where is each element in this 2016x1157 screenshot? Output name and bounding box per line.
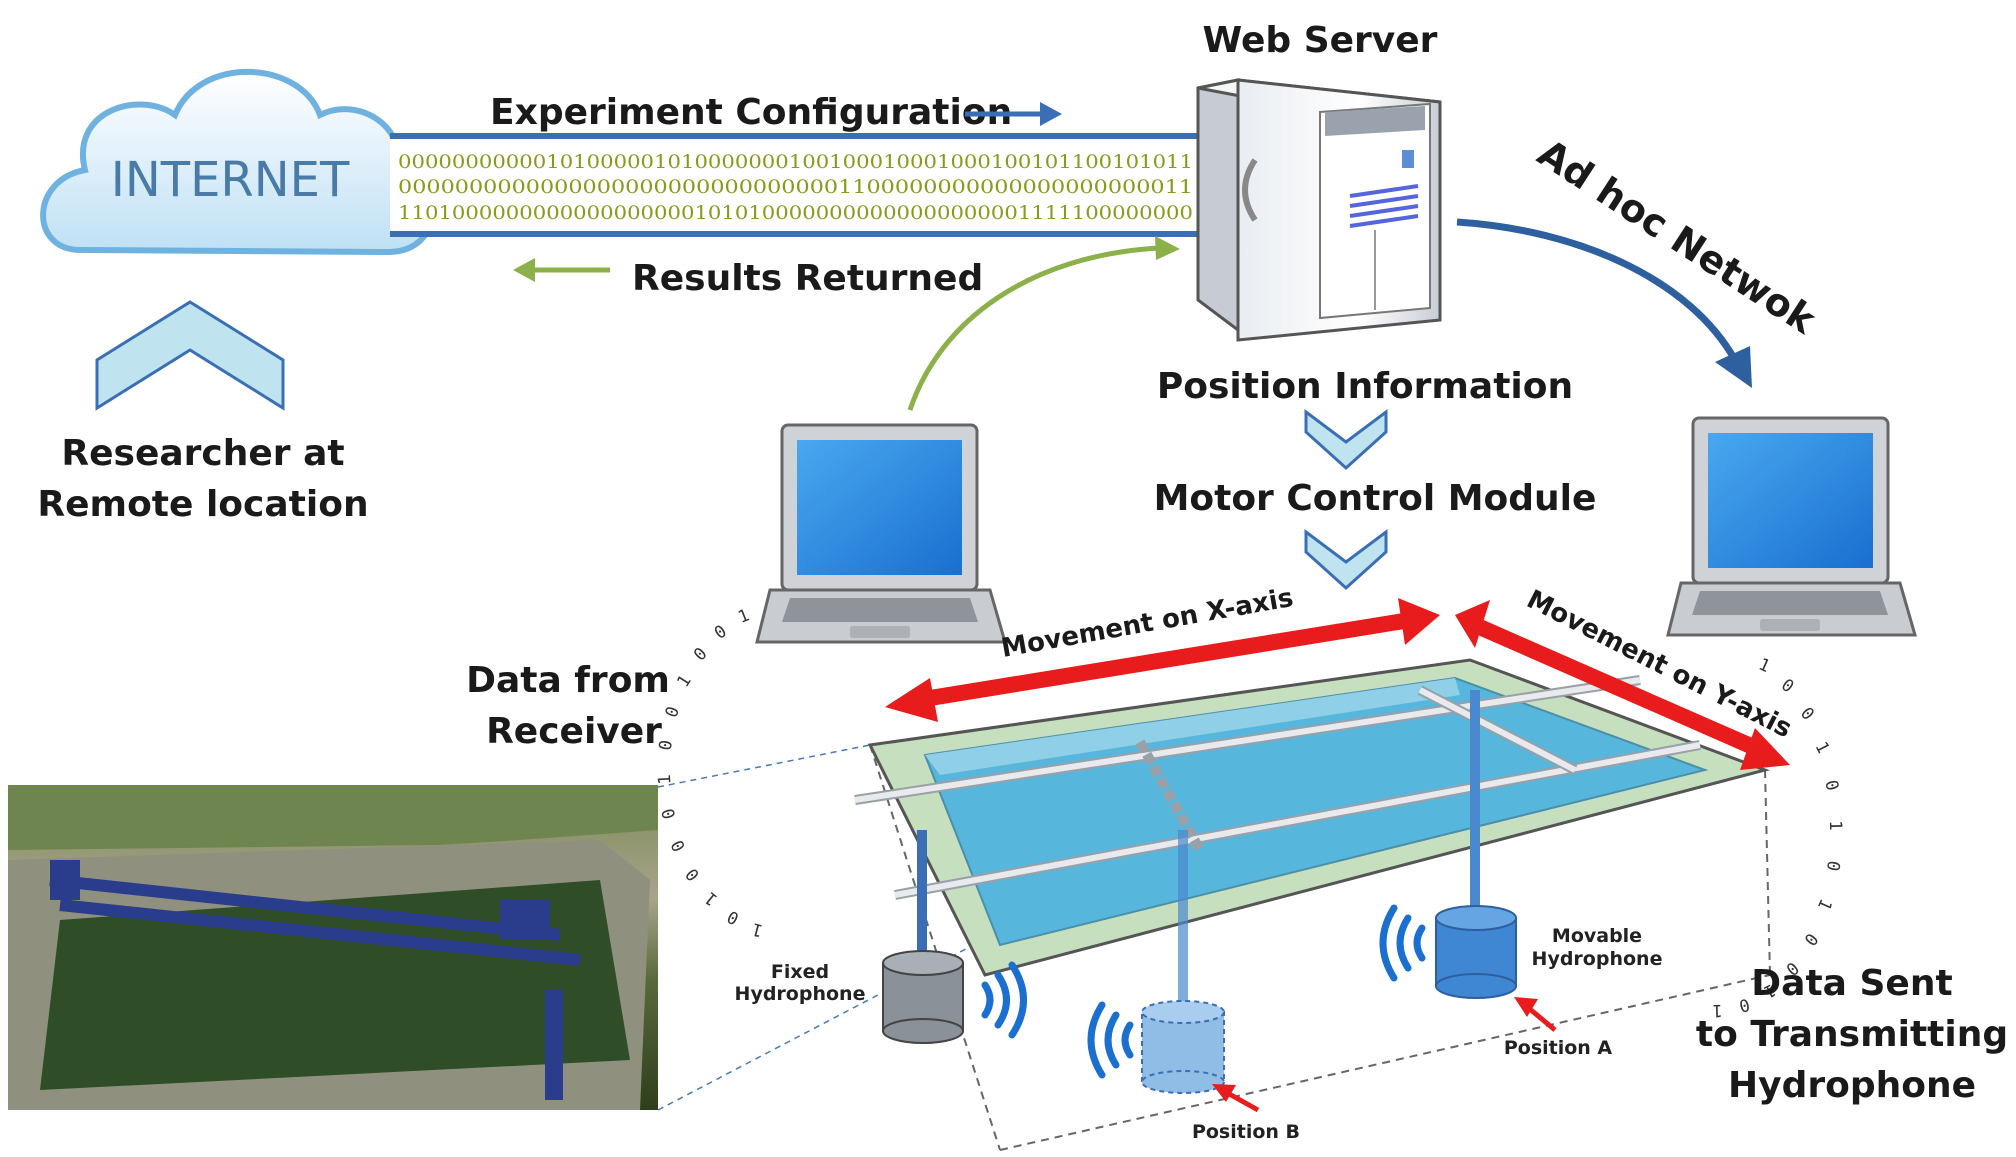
- signal-waves-icon: [1379, 904, 1426, 982]
- binary-digit: 0: [682, 864, 704, 885]
- binary-pipe: 0000000000010100000101000000010010001000…: [390, 133, 1198, 237]
- results-returned-label: Results Returned: [632, 258, 983, 299]
- photo-link-line-top: [657, 744, 871, 788]
- tank-rails: [854, 675, 1701, 900]
- binary-digit: 1: [1712, 1000, 1723, 1020]
- signal-waves-icon: [981, 961, 1027, 1039]
- binary-digit: 0: [1737, 994, 1752, 1016]
- binary-digit: 0: [690, 644, 711, 665]
- binary-digit: 0: [724, 906, 742, 928]
- position-b-hydrophone-icon: [1141, 1000, 1225, 1094]
- server-icon: [1196, 78, 1442, 342]
- adhoc-arrow-icon: [1456, 218, 1739, 362]
- laptop-icon-right: [1666, 416, 1917, 637]
- position-a-label: Position A: [1504, 1037, 1613, 1059]
- position-info-label: Position Information: [1157, 366, 1573, 407]
- position-b-label: Position B: [1192, 1121, 1300, 1143]
- movement-y-arrow-icon: [1455, 600, 1790, 770]
- data-from-label-line1: Data from: [466, 660, 670, 701]
- page-title: Web Server: [1203, 20, 1438, 61]
- binary-row-1: 0000000000010100000101000000010010001000…: [398, 151, 1193, 173]
- binary-digit: 0: [1799, 929, 1821, 949]
- binary-digit: 1: [701, 887, 722, 909]
- laptop-icon-left: [755, 423, 1007, 644]
- cloud-label: INTERNET: [111, 152, 350, 208]
- researcher-chevron-icon: [95, 300, 285, 411]
- data-sent-label-line3: Hydrophone: [1728, 1065, 1976, 1106]
- experiment-config-label: Experiment Configuration: [490, 92, 1012, 133]
- binary-digit: 1: [735, 606, 752, 628]
- internet-cloud: INTERNET: [40, 68, 435, 256]
- movement-x-arrow-icon: [885, 598, 1440, 722]
- binary-row-3: 1101000000000000000000101010000000000000…: [398, 202, 1193, 224]
- binary-digit: 0: [1777, 675, 1797, 697]
- fixed-hydrophone-label-line1: Fixed: [771, 961, 829, 983]
- adhoc-label: Ad hoc Netwok: [1530, 131, 1824, 343]
- tank-bounding-box: [869, 744, 1771, 1151]
- binary-digit: 0: [1796, 704, 1818, 725]
- binary-digit: 0: [658, 806, 680, 821]
- adhoc-arrowhead-icon: [1715, 346, 1752, 388]
- movable-hydrophone-label-line1: Movable: [1552, 925, 1642, 947]
- binary-digit: 0: [656, 739, 677, 752]
- tank-photo: [8, 785, 658, 1110]
- binary-digit: 0: [1822, 859, 1844, 873]
- binary-digit: 0: [1820, 778, 1842, 793]
- binary-digit: 1: [655, 774, 676, 785]
- green-return-arrow-icon: [907, 245, 1161, 411]
- binary-digit: 1: [750, 918, 765, 940]
- data-sent-label-line1: Data Sent: [1751, 963, 1952, 1004]
- motor-control-label: Motor Control Module: [1154, 478, 1597, 519]
- fixed-hydrophone-icon: [882, 950, 964, 1044]
- position-a-pointer-icon: [1514, 997, 1557, 1032]
- binary-digit: 0: [662, 704, 684, 721]
- signal-waves-icon: [1087, 1001, 1134, 1079]
- binary-digit: 0: [668, 836, 690, 854]
- data-sent-label-line2: to Transmitting: [1696, 1014, 2008, 1055]
- movable-hydrophone-label-line2: Hydrophone: [1532, 948, 1663, 970]
- researcher-label-line2: Remote location: [37, 484, 368, 525]
- binary-digit: 1: [1825, 820, 1845, 831]
- binary-digit: 1: [673, 672, 695, 691]
- chevron-down-icon: [1304, 529, 1388, 591]
- results-arrow-icon: [513, 258, 610, 282]
- data-from-label-line2: Receiver: [486, 711, 662, 752]
- binary-digit: 1: [1811, 739, 1833, 757]
- movable-hydrophone-icon: [1435, 905, 1517, 999]
- green-arrowhead-icon: [1155, 236, 1180, 260]
- position-b-pointer-icon: [1212, 1084, 1260, 1113]
- config-arrow-icon: [965, 102, 1062, 126]
- fixed-hydrophone-label-line2: Hydrophone: [735, 983, 866, 1005]
- researcher-label-line1: Researcher at: [61, 433, 344, 474]
- chevron-down-icon: [1304, 409, 1388, 471]
- binary-digit: 0: [711, 621, 731, 643]
- binary-digit: 1: [1755, 655, 1773, 677]
- binary-row-2: 0000000000000000000000000000000110000000…: [398, 176, 1193, 198]
- binary-digit: 1: [1813, 895, 1835, 913]
